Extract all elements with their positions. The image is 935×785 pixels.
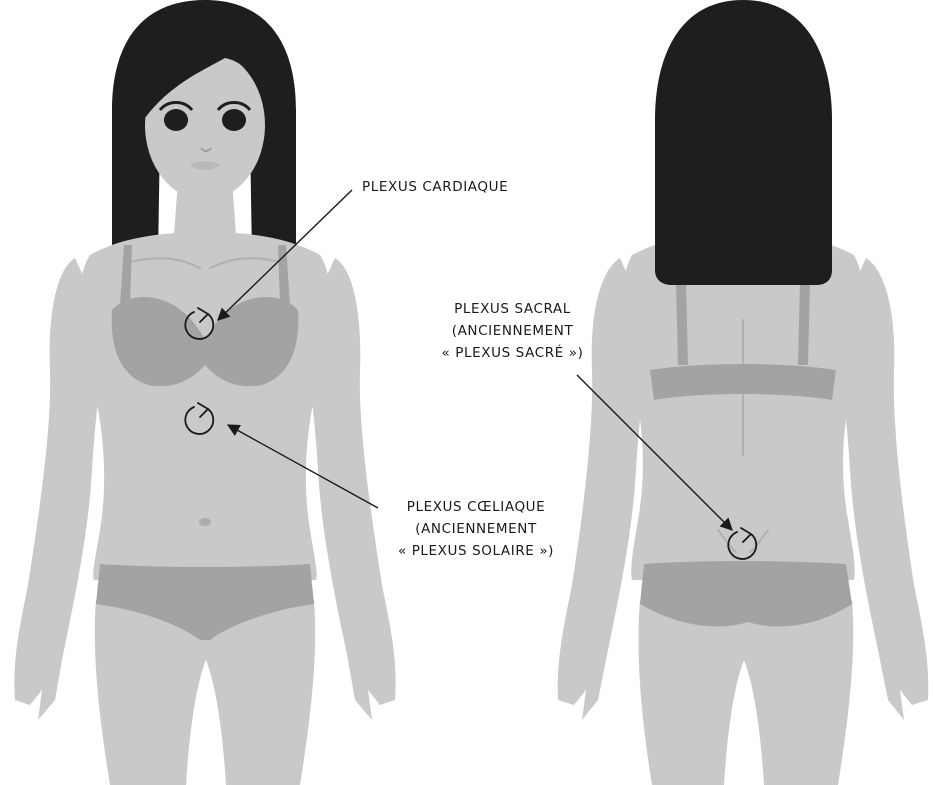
cardiac-plexus-label: PLEXUS CARDIAQUE bbox=[362, 176, 508, 198]
front-torso bbox=[79, 232, 331, 580]
celiac-plexus-line-3: « PLEXUS SOLAIRE ») bbox=[376, 540, 576, 562]
back-underwear bbox=[640, 561, 852, 626]
sacral-plexus-line-1: PLEXUS SACRAL bbox=[420, 298, 605, 320]
sacral-plexus-line-3: « PLEXUS SACRÉ ») bbox=[420, 342, 605, 364]
front-left-eye bbox=[164, 109, 188, 131]
back-legs bbox=[639, 600, 854, 785]
cardiac-plexus-line: PLEXUS CARDIAQUE bbox=[362, 176, 508, 198]
front-figure bbox=[14, 0, 395, 785]
back-hair bbox=[655, 0, 832, 285]
back-figure bbox=[558, 0, 929, 785]
celiac-plexus-label: PLEXUS CŒLIAQUE (ANCIENNEMENT « PLEXUS S… bbox=[376, 496, 576, 562]
sacral-plexus-label: PLEXUS SACRAL (ANCIENNEMENT « PLEXUS SAC… bbox=[420, 298, 605, 364]
celiac-plexus-line-2: (ANCIENNEMENT bbox=[376, 518, 576, 540]
front-right-eye bbox=[222, 109, 246, 131]
celiac-plexus-line-1: PLEXUS CŒLIAQUE bbox=[376, 496, 576, 518]
sacral-plexus-line-2: (ANCIENNEMENT bbox=[420, 320, 605, 342]
